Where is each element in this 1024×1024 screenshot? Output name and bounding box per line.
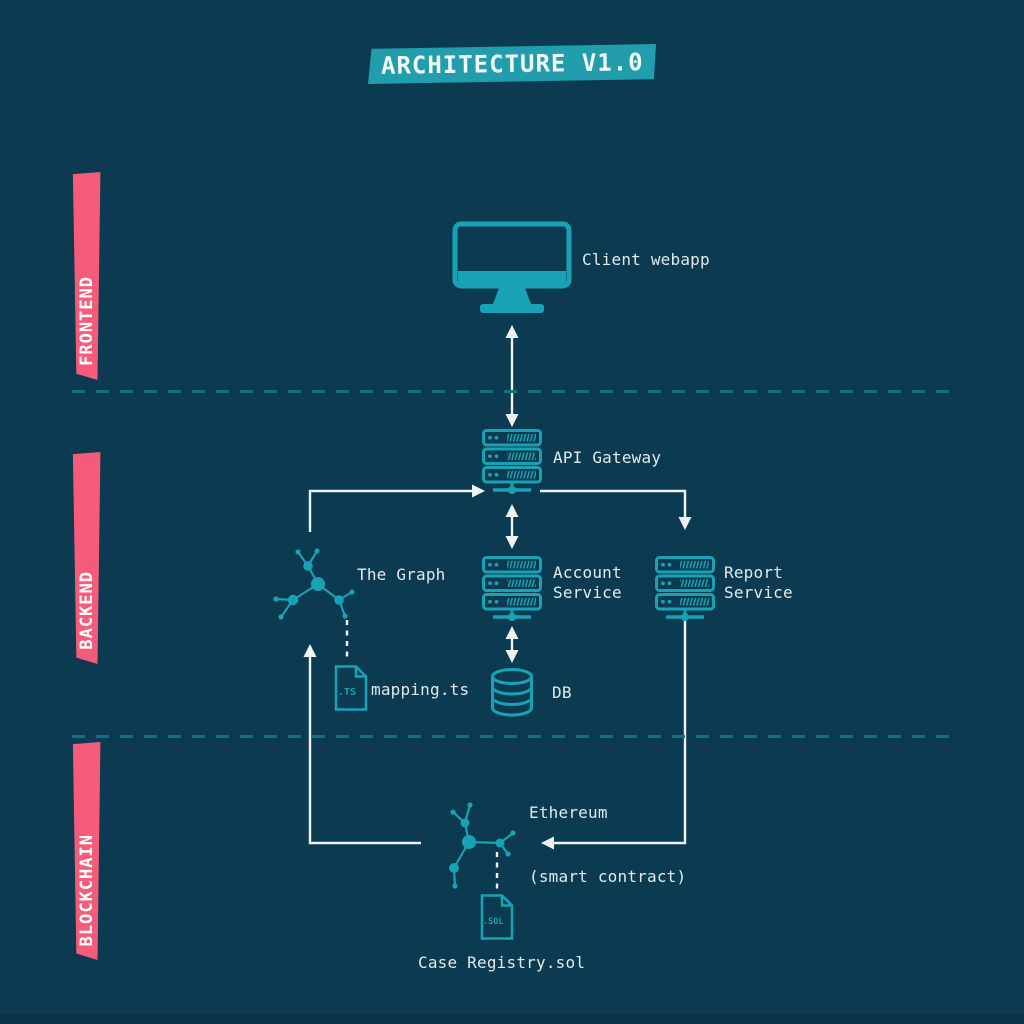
the-graph-label: The Graph [357, 565, 446, 584]
backend-blockchain-separator [72, 735, 954, 738]
section-banner-frontend: FRONTEND [72, 172, 101, 380]
section-banner-backend: BACKEND [72, 452, 101, 664]
section-label-frontend: FRONTEND [76, 276, 97, 366]
sol-badge: .SOL [483, 917, 503, 927]
typescript-file-icon: .TS [334, 665, 368, 711]
smart-contract-label: (smart contract) [529, 867, 687, 886]
report-service-server-icon [655, 556, 715, 622]
db-label: DB [552, 683, 572, 702]
account-service-label: Account Service [553, 563, 622, 602]
api-gateway-server-icon [482, 429, 542, 495]
bottom-edge-strip [0, 1014, 1024, 1024]
solidity-file-icon: .SOL [480, 894, 514, 940]
report-service-label: Report Service [724, 563, 793, 602]
ethereum-network-icon [447, 801, 517, 890]
frontend-backend-separator [72, 390, 954, 393]
page-title: ARCHITECTURE V1.0 [380, 48, 644, 80]
the-graph-network-icon [272, 547, 356, 621]
api-gateway-label: API Gateway [553, 448, 662, 467]
section-label-blockchain: BLOCKCHAIN [76, 833, 97, 946]
mapping-ts-label: mapping.ts [371, 680, 470, 699]
section-label-backend: BACKEND [76, 571, 97, 650]
account-service-server-icon [482, 556, 542, 622]
monitor-icon [452, 221, 572, 313]
database-icon [491, 668, 533, 717]
client-webapp-label: Client webapp [582, 250, 710, 269]
ts-badge: .TS [338, 687, 356, 698]
title-banner: ARCHITECTURE V1.0 [368, 44, 656, 84]
case-registry-label: Case Registry.sol [418, 953, 586, 972]
ethereum-label: Ethereum [529, 803, 608, 822]
section-banner-blockchain: BLOCKCHAIN [72, 742, 101, 960]
